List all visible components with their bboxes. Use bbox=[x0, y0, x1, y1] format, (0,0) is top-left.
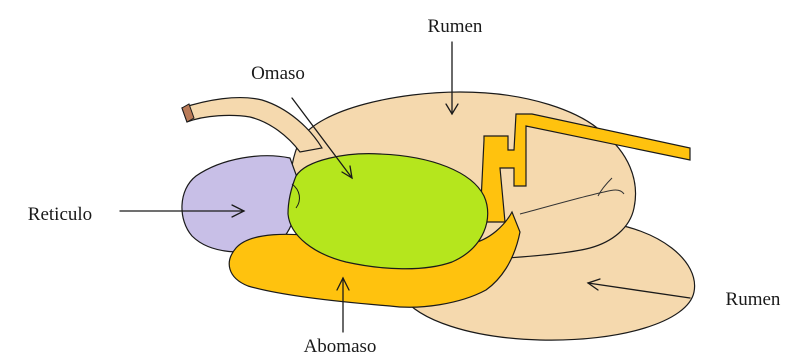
label-omaso: Omaso bbox=[251, 63, 305, 84]
label-rumen-right: Rumen bbox=[726, 289, 781, 310]
esophagus bbox=[182, 98, 322, 152]
label-abomaso: Abomaso bbox=[304, 336, 377, 357]
label-reticulo: Reticulo bbox=[28, 204, 92, 225]
label-rumen-top: Rumen bbox=[428, 16, 483, 37]
